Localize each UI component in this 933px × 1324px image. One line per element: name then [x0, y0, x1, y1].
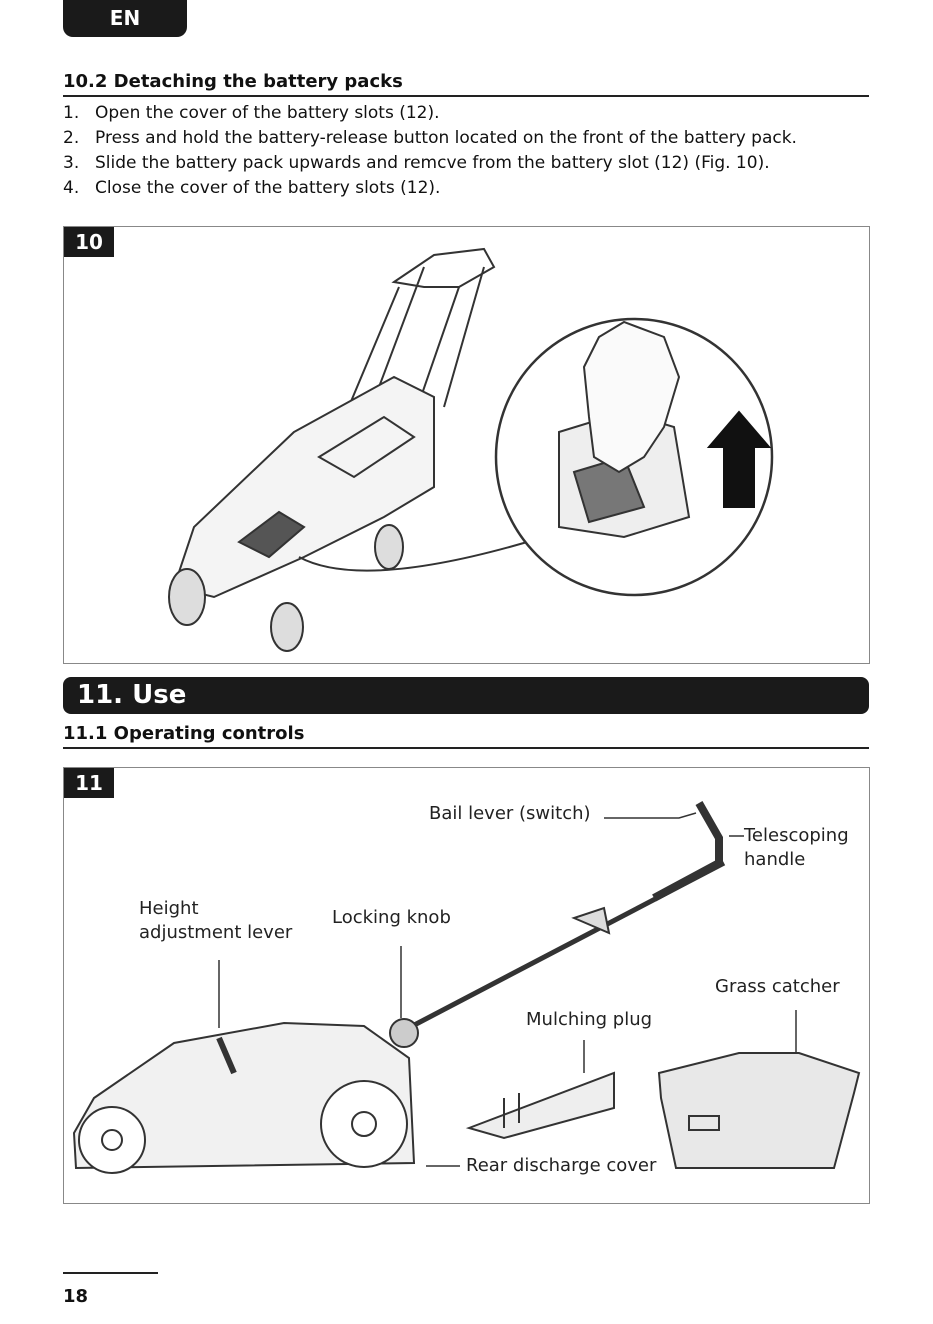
step-number: 2.	[63, 128, 80, 148]
steps-list: 1. Open the cover of the battery slots (1…	[63, 101, 797, 201]
rear-wheel	[78, 1106, 146, 1174]
label-height-adjustment-lever: Height adjustment lever	[139, 898, 293, 943]
label-grass-catcher: Grass catcher	[715, 976, 840, 997]
section-heading-10-2: 10.2 Detaching the battery packs	[63, 71, 869, 97]
section-banner-use: 11. Use	[63, 677, 869, 714]
page-number: 18	[63, 1286, 89, 1307]
step-number: 3.	[63, 153, 80, 173]
front-left-wheel	[168, 568, 206, 626]
battery-pack-icon	[237, 510, 306, 559]
step-text: Close the cover of the battery slots (12…	[95, 178, 441, 198]
rear-wheel-hub	[101, 1129, 123, 1151]
front-right-wheel	[270, 602, 304, 652]
hand-icon	[582, 320, 681, 474]
language-tab: EN	[63, 0, 187, 37]
mulching-plug-tabs	[503, 1093, 520, 1128]
label-telescoping-handle: Telescoping handle	[744, 825, 849, 870]
step-text: Press and hold the battery-release butto…	[95, 128, 797, 148]
footer-rule	[63, 1272, 158, 1274]
grass-catcher-window	[688, 1115, 720, 1131]
front-wheel	[320, 1080, 408, 1168]
arrow-up-icon	[706, 410, 772, 508]
step-text: Open the cover of the battery slots (12)…	[95, 103, 440, 123]
step-number: 4.	[63, 178, 80, 198]
rear-wheel	[374, 524, 404, 570]
front-wheel-hub	[351, 1111, 377, 1137]
lawnmower-battery-illustration	[168, 247, 774, 652]
label-locking-knob: Locking knob	[332, 907, 451, 928]
mulching-plug-shape	[465, 1071, 615, 1140]
leader-bail-lever	[604, 812, 697, 819]
step-item: 2. Press and hold the battery-release but…	[63, 126, 797, 151]
handle-clamp	[571, 906, 611, 935]
step-item: 3. Slide the battery pack upwards and rem…	[63, 151, 797, 176]
mower-handle-top	[391, 247, 496, 288]
locking-knob-shape	[389, 1018, 419, 1048]
lawnmower-controls-illustration	[72, 801, 861, 1174]
mower-handle-bars	[333, 266, 485, 443]
grass-catcher-shape	[657, 1052, 861, 1169]
figure-number: 11	[64, 768, 114, 798]
mower-cover	[317, 415, 416, 479]
step-item: 1. Open the cover of the battery slots (1…	[63, 101, 797, 126]
label-mulching-plug: Mulching plug	[526, 1009, 653, 1030]
step-text: Slide the battery pack upwards and remcv…	[95, 153, 770, 173]
label-bail-lever: Bail lever (switch)	[429, 803, 591, 824]
figure-number: 10	[64, 227, 114, 257]
figure-10: 10	[63, 226, 870, 664]
callout-line	[298, 536, 545, 572]
figure-11: 11 Bail lever (switch) Telescoping handl…	[63, 767, 870, 1204]
telescoping-handle-bar	[652, 801, 723, 902]
step-item: 4. Close the cover of the battery slots (…	[63, 176, 797, 201]
label-rear-discharge-cover: Rear discharge cover	[466, 1155, 657, 1176]
height-adjustment-lever	[216, 1036, 237, 1075]
section-heading-11-1: 11.1 Operating controls	[63, 723, 869, 749]
step-number: 1.	[63, 103, 80, 123]
